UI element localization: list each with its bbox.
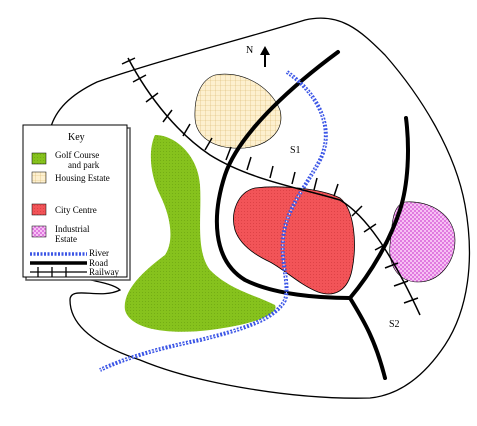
key-label-road: Road (89, 258, 108, 268)
road-network (214, 50, 410, 380)
key-swatch-railway (30, 267, 87, 277)
key-label-railway: Railway (89, 267, 119, 277)
key-swatch-golf (31, 152, 47, 165)
key-label-city-centre: City Centre (55, 205, 97, 215)
site-label-s1: S1 (290, 145, 301, 156)
housing-estate-area (194, 73, 282, 149)
key-label-housing: Housing Estate (55, 173, 110, 183)
railway-line (121, 57, 421, 316)
key-label-golf: Golf Course (55, 150, 99, 160)
key-label-industrial-2: Estate (55, 234, 77, 244)
key-swatch-city-centre (31, 203, 47, 216)
golf-course-area (124, 135, 276, 332)
map-key: Key Golf Course and park Housing Estate … (22, 124, 131, 281)
key-label-river: River (89, 248, 109, 258)
site-label-s2: S2 (389, 319, 400, 330)
key-title: Key (68, 132, 85, 143)
key-label-golf-2: and park (68, 160, 100, 170)
north-arrow: N (246, 45, 270, 67)
north-label: N (246, 45, 253, 56)
city-centre-area (233, 186, 355, 295)
key-swatch-housing (31, 171, 47, 184)
key-label-industrial: Industrial (55, 224, 90, 234)
key-swatch-industrial (31, 225, 47, 238)
